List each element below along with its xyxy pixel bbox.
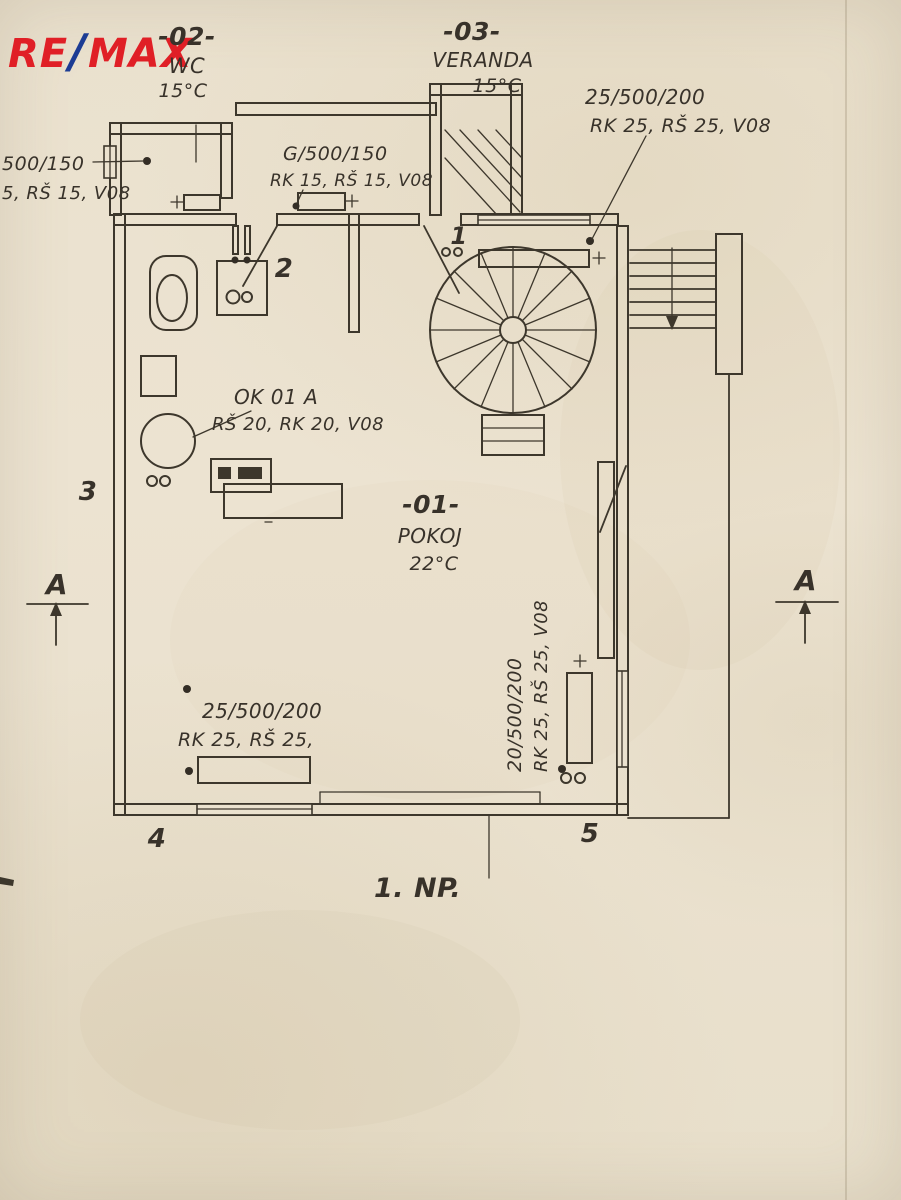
position-marker-4: 4: [147, 824, 167, 854]
window-ok01a-spec: RŠ 20, RK 20, V08: [212, 413, 384, 435]
window-ok01a-label: OK 01 A: [234, 385, 318, 409]
section-marker-left: A: [26, 568, 89, 646]
section-arrow-right-icon: [799, 600, 811, 614]
position-marker-3: 3: [79, 477, 98, 507]
boiler-icon: [140, 413, 196, 469]
window-hall-size: G/500/150: [283, 143, 388, 165]
window-right-spec: RK 25, RŠ 25, V08: [530, 600, 552, 772]
paper-crease: [845, 0, 847, 1200]
room-wc-temp: 15°C: [159, 80, 208, 102]
radiator-right-icon: [566, 672, 593, 764]
room-pokoj-code: -01-: [402, 490, 460, 519]
window-right-size: 20/500/200: [504, 657, 526, 772]
shelf-icon: [140, 355, 177, 397]
radiator-hall-icon: [297, 192, 346, 211]
counter-icon: [223, 483, 343, 519]
section-marker-right: A: [775, 564, 839, 644]
stove-icon: [210, 458, 272, 493]
paper-stains: [80, 230, 840, 1130]
window-bottom-spec: RK 25, RŠ 25,: [178, 727, 314, 751]
room-veranda-temp: 15°C: [473, 75, 522, 97]
window-bottom-size: 25/500/200: [202, 699, 322, 723]
edge-mark: [0, 877, 14, 886]
stairs-direction-arrow-icon: [666, 316, 678, 330]
radiator-top-icon: [478, 249, 590, 268]
window-top-right-spec: RK 25, RŠ 25, V08: [590, 113, 771, 137]
leader-lines: [0, 135, 647, 886]
room-wc-name: WC: [169, 54, 205, 78]
room-pokoj-temp: 22°C: [410, 553, 459, 575]
floor-title: 1. NP.: [374, 873, 461, 904]
window-left-spec: 5, RŠ 15, V08: [2, 182, 131, 204]
section-label-a-left: A: [44, 568, 68, 601]
position-marker-2: 2: [275, 254, 294, 284]
room-pokoj-name: POKOJ: [398, 524, 463, 548]
logo-slash-icon: /: [69, 24, 87, 78]
sink-cabinet-icon: [216, 260, 268, 316]
plan-texts: -02- WC 15°C -03- VERANDA 15°C -01- POKO…: [2, 17, 771, 904]
radiator-bottom-icon: [197, 756, 311, 784]
section-arrow-left-icon: [50, 602, 62, 616]
exterior-stairs: [629, 247, 717, 330]
logo-max: MAX: [87, 31, 193, 77]
toilet-icon: [149, 255, 198, 331]
room-veranda-code: -03-: [443, 17, 501, 46]
position-marker-1: 1: [450, 222, 467, 250]
window-left-size: 500/150: [2, 153, 84, 175]
spiral-staircase: [429, 246, 597, 456]
remax-logo: RE/MAX: [8, 24, 193, 78]
logo-re: RE: [8, 31, 69, 77]
room-veranda-name: VERANDA: [432, 48, 533, 72]
plan-walls: [109, 83, 743, 879]
veranda-hatch: [444, 129, 522, 216]
position-marker-5: 5: [581, 819, 600, 849]
window-top-right-size: 25/500/200: [585, 85, 705, 109]
radiator-wc-icon: [183, 194, 221, 211]
room-wc-code: -02-: [158, 22, 216, 51]
section-label-a-right: A: [793, 564, 817, 597]
window-hall-spec: RK 15, RŠ 15, V08: [270, 169, 433, 191]
